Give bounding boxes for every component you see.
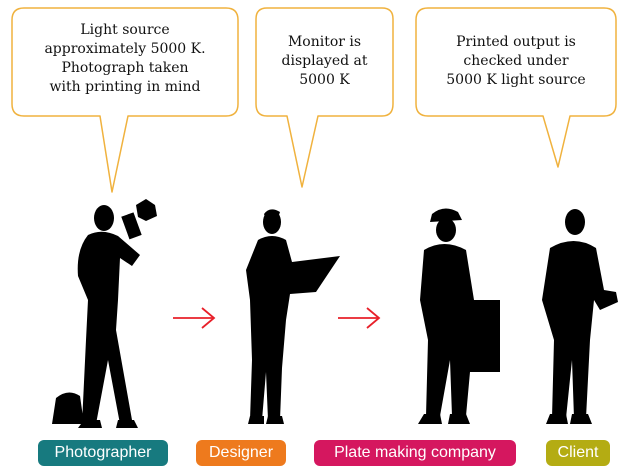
client-silhouette — [542, 209, 618, 424]
designer-silhouette — [246, 209, 340, 424]
photographer-speech-bubble — [11, 7, 239, 193]
role-label-designer: Designer — [196, 440, 286, 466]
role-label-client: Client — [546, 440, 610, 466]
plate-maker-silhouette — [418, 208, 500, 424]
plate-maker-bubble-text: Printed output is checked under 5000 K l… — [446, 34, 586, 88]
designer-bubble-text: Monitor is displayed at 5000 K — [281, 34, 368, 88]
photographer-silhouette — [52, 199, 157, 428]
designer-speech-bubble — [255, 7, 394, 188]
arrow-designer-to-plate-maker — [338, 307, 381, 329]
photographer-bubble-text: Light source approximately 5000 K. Photo… — [44, 22, 206, 95]
arrow-photographer-to-designer — [173, 307, 216, 329]
role-label-plate-making-company: Plate making company — [314, 440, 516, 466]
plate-maker-speech-bubble — [415, 7, 617, 168]
role-label-photographer: Photographer — [38, 440, 168, 466]
